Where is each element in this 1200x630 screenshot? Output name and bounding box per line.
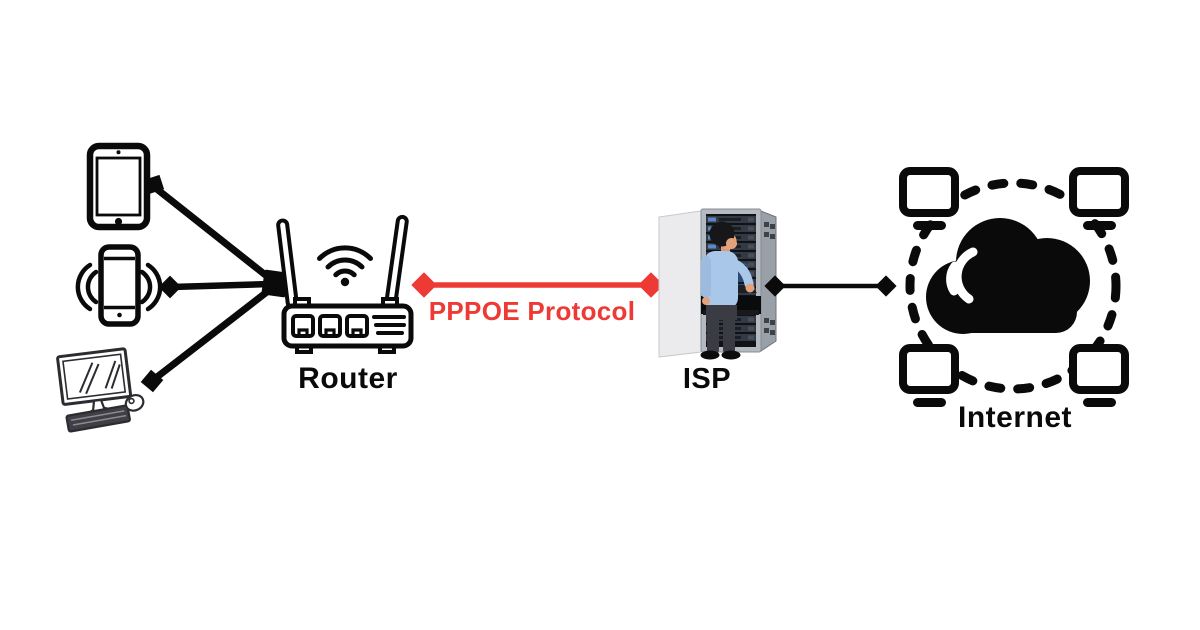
isp-illustration (658, 208, 777, 360)
tablet-camera-dot (116, 150, 121, 155)
desktop-link-plug (140, 369, 164, 393)
network-monitor-icon (1073, 348, 1125, 407)
smartphone-icon (75, 244, 163, 327)
pppoe-protocol-label: PPPOE Protocol (428, 296, 636, 326)
tablet-icon (86, 142, 151, 231)
wifi-signal-icon (317, 245, 373, 287)
network-monitor-icon (903, 348, 955, 407)
wifi-router-icon (276, 214, 414, 354)
technician-figure (700, 221, 755, 360)
cloud-swoosh-detail (952, 247, 978, 304)
network-monitor-icon (903, 171, 955, 230)
technician-shoe (700, 350, 720, 360)
desktop-computer-icon (56, 347, 145, 433)
signal-wave-icon (85, 269, 99, 305)
technician-leg (707, 316, 719, 354)
ethernet-port-icon (291, 314, 369, 338)
tablet-home-button (114, 217, 123, 226)
link-diamond (638, 272, 664, 298)
rack-door-panel (658, 210, 702, 358)
isp-label: ISP (682, 363, 732, 395)
technician-leg (723, 316, 735, 354)
link-diamond (875, 275, 897, 297)
router-vent-lines (372, 315, 406, 335)
internet-label: Internet (957, 401, 1072, 434)
dashed-network-ring (905, 178, 1121, 394)
link-diamond (764, 275, 786, 297)
signal-wave-icon (145, 262, 163, 312)
technician-hand (745, 283, 755, 293)
tablet-router-link (150, 183, 276, 284)
technician-shoe (721, 350, 741, 360)
router-antenna-right (384, 214, 409, 310)
cloud-swoosh-detail (946, 261, 960, 296)
link-diamond (411, 272, 437, 298)
smartphone-router-link (171, 280, 271, 291)
device-link-lines (140, 174, 289, 393)
router-label: Router (298, 362, 398, 395)
desktop-router-link (154, 285, 275, 380)
rack-side-vents (764, 222, 775, 335)
technician-shirt (704, 251, 738, 309)
signal-wave-icon (139, 269, 153, 305)
pppoe-link (411, 272, 664, 298)
isp-internet-link (764, 275, 897, 297)
network-monitor-icon (1073, 171, 1125, 230)
phone-home-dot (117, 312, 122, 318)
link-junction-node (261, 269, 289, 298)
internet-cloud-icon (903, 171, 1125, 407)
signal-wave-icon (75, 262, 93, 312)
